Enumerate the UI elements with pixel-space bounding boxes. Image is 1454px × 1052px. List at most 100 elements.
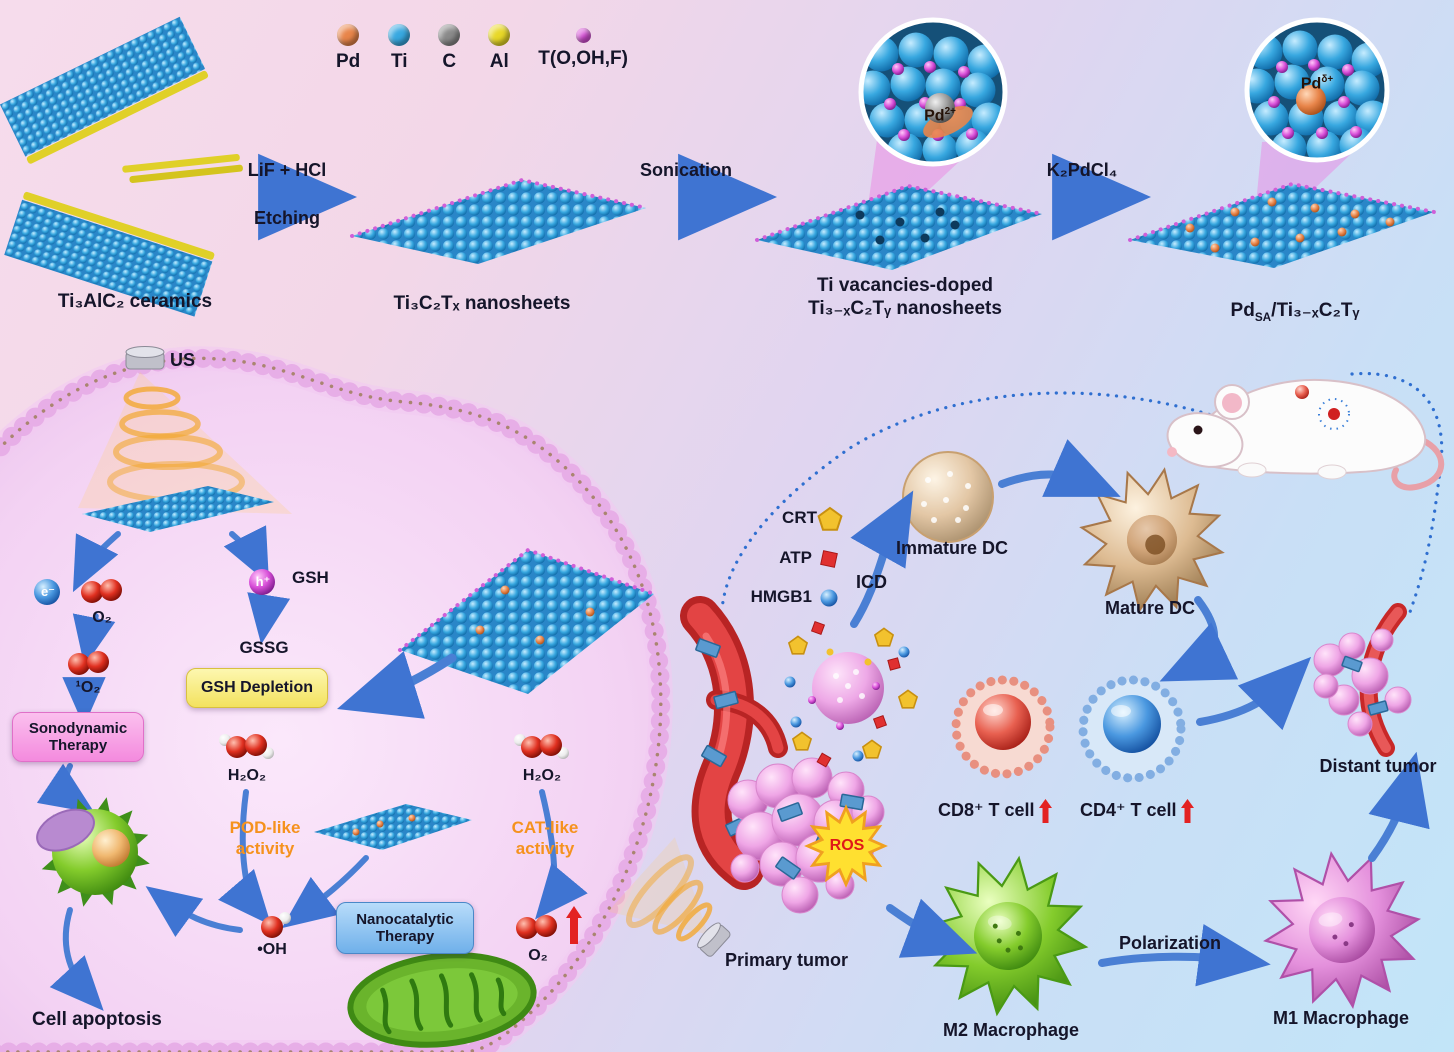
hydroxyl-radical: [261, 912, 291, 938]
ti3alc2-ceramic-stack: [0, 16, 243, 317]
pdsa-nanosheet: [1128, 181, 1436, 268]
intracellular-nanosheet: [82, 486, 274, 532]
catalytic-nanosheet: [314, 804, 472, 850]
up-arrow-icon: [1180, 799, 1194, 823]
o2-molecule: [81, 579, 122, 603]
icd-label: ICD: [856, 572, 887, 592]
distant-tumor-mass: [1313, 603, 1412, 757]
up-arrow-icon: [1038, 799, 1052, 823]
m1-macrophage-label: M1 Macrophage: [1272, 1008, 1410, 1028]
singlet-o2-label: ¹O₂: [75, 679, 101, 696]
legend-label: Ti: [391, 51, 408, 72]
distant-tumor-label: Distant tumor: [1319, 756, 1437, 776]
us-label: US: [170, 350, 196, 370]
primary-tumor-label: Primary tumor: [725, 950, 849, 970]
cd8-label: CD8⁺ T cell: [938, 799, 1052, 823]
hmgb1-label: HMGB1: [750, 587, 812, 606]
o2-up-arrow-icon: [566, 906, 582, 944]
h2o2-right-label: H₂O₂: [522, 767, 562, 784]
pd-salt-label: K₂PdCl₄: [1046, 160, 1118, 180]
pod-activity-label: POD-like activity: [205, 818, 325, 859]
membrane-nanosheet: [398, 547, 656, 694]
h2o2-molecule-right: [514, 734, 569, 759]
ultrasound-probe-bottom: [607, 837, 731, 957]
generated-o2-label: O₂: [528, 947, 548, 964]
icd-release-cluster: [784, 620, 918, 768]
m1-macrophage: [1253, 841, 1431, 1019]
electron-sphere: [34, 579, 60, 605]
generated-o2-molecule: [516, 915, 557, 939]
legend-item-ti: Ti: [388, 24, 411, 73]
ti3c2tx-nanosheet: [350, 177, 648, 264]
legend-label: C: [442, 51, 457, 72]
pd2-sup: 2+: [944, 106, 956, 117]
vacancies-line1: Ti vacancies-doped: [817, 275, 993, 296]
pd-sphere-icon: [337, 24, 360, 46]
vacancies-label: Ti vacancies-doped Ti₃₋ₓC₂Tᵧ nanosheets: [755, 274, 1055, 320]
legend: Pd Ti C Al T(O,OH,F): [336, 24, 628, 73]
ultrasound-probe: [78, 346, 292, 514]
immature-dc-label: Immature DC: [895, 538, 1009, 558]
pd2-label: Pd2+: [905, 106, 975, 126]
crt-label: CRT: [782, 508, 817, 527]
product-post: /Ti₃₋ₓC₂Tᵧ: [1271, 300, 1360, 321]
zoom-circle-pd2: [858, 17, 1008, 167]
gsh-label: GSH: [292, 568, 329, 587]
o2-label: O₂: [92, 609, 112, 626]
cd8-t-cell: [951, 675, 1055, 779]
gssg-label: GSSG: [239, 638, 289, 657]
apoptosis-label: Cell apoptosis: [32, 1009, 162, 1030]
pd2-pre: Pd: [924, 107, 945, 125]
zoom-circle-pd5: [1244, 17, 1390, 163]
hole-sphere: [249, 569, 275, 595]
legend-item-al: Al: [488, 24, 511, 73]
ceramics-label: Ti₃AlC₂ ceramics: [57, 291, 213, 312]
pd5-label: Pdδ+: [1282, 74, 1352, 94]
vacancy-doped-nanosheet: [755, 183, 1044, 270]
etching-label: Etching: [254, 208, 320, 228]
legend-item-pd: Pd: [336, 24, 360, 73]
h2o2-left-label: H₂O₂: [227, 767, 267, 784]
pd5-pre: Pd: [1300, 75, 1322, 93]
ti-sphere-icon: [388, 24, 411, 46]
immune-arrows: [850, 439, 1430, 987]
cat-line1: CAT-like: [511, 818, 579, 837]
atp-label: ATP: [779, 548, 812, 567]
cd4-label: CD4⁺ T cell: [1080, 799, 1194, 823]
cat-line2: activity: [515, 838, 575, 858]
legend-label: Al: [489, 51, 509, 72]
product-pre: Pd: [1230, 300, 1255, 321]
cell-process-arrows: [36, 525, 588, 1011]
h2o2-molecule-left: [219, 734, 274, 759]
hole-label: h⁺: [255, 574, 271, 589]
cat-activity-label: CAT-like activity: [485, 818, 605, 859]
legend-item-c: C: [438, 24, 461, 73]
blood-vessel: [680, 596, 788, 890]
hydroxyl-label: •OH: [257, 941, 287, 958]
gsh-depletion-box: GSH Depletion: [186, 668, 328, 708]
legend-label: T(O,OH,F): [538, 48, 628, 69]
sonodynamic-therapy-box: Sonodynamic Therapy: [12, 712, 144, 762]
polarization-label: Polarization: [1118, 933, 1221, 953]
c-sphere-icon: [438, 24, 461, 46]
al-sphere-icon: [488, 24, 511, 46]
mitochondria: [347, 952, 537, 1048]
nanocatalytic-therapy-box: Nanocatalytic Therapy: [336, 902, 474, 954]
legend-item-t: T(O,OH,F): [538, 24, 628, 70]
singlet-o2-molecule: [68, 651, 109, 675]
m2-macrophage: [918, 846, 1098, 1026]
crt-pentagon-icon: [817, 507, 843, 531]
etch-reagent-label: LiF + HCl: [247, 160, 327, 180]
t-sphere-icon: [575, 28, 591, 43]
nanosheets-label: Ti₃C₂Tₓ nanosheets: [393, 293, 571, 314]
product-label: PdSA/Ti₃₋ₓC₂Tᵧ: [1175, 299, 1415, 325]
pod-line2: activity: [235, 838, 295, 858]
vacancies-line2: Ti₃₋ₓC₂Tᵧ nanosheets: [808, 298, 1002, 320]
mature-dc: [1068, 456, 1236, 624]
pd5-sup: δ+: [1321, 74, 1334, 85]
m2-macrophage-label: M2 Macrophage: [942, 1020, 1080, 1040]
cd8-text: CD8⁺ T cell: [938, 800, 1035, 821]
apoptotic-cell: [28, 785, 162, 919]
